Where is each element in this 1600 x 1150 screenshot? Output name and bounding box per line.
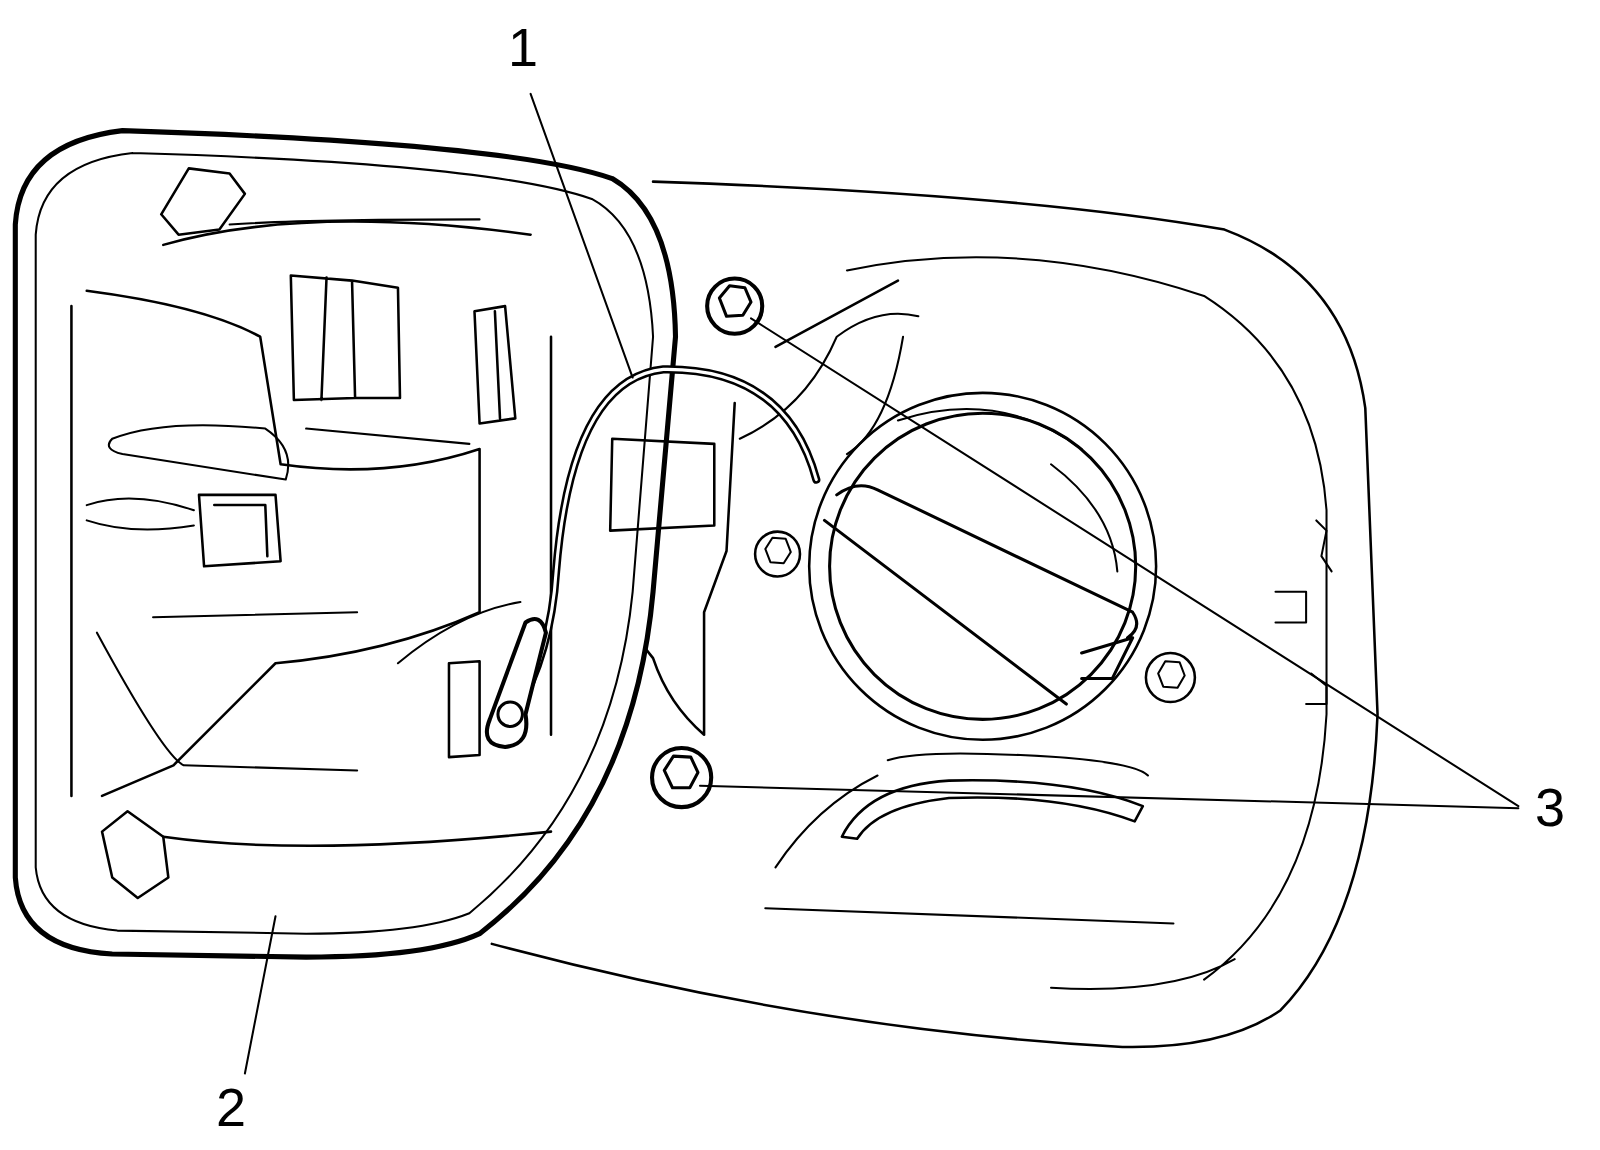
fuel-cap [830, 413, 1136, 719]
callout-number: 3 [1532, 778, 1568, 836]
leader-line [245, 916, 276, 1073]
door-latch-tab [87, 425, 289, 529]
door-clip [474, 306, 515, 423]
housing-inner [847, 257, 1327, 989]
mounting-bolt [652, 748, 711, 807]
tether-cable-core [515, 369, 816, 714]
door-clip [291, 276, 400, 400]
housing-recess [842, 780, 1143, 838]
illustration-group [15, 94, 1518, 1074]
callout-number: 1 [505, 18, 541, 76]
leader-line [751, 318, 1518, 806]
leader-line [531, 94, 633, 378]
mounting-bolt [707, 279, 762, 334]
neck-bolt [1146, 653, 1195, 702]
cap-handle [824, 486, 1136, 704]
door-latch [199, 495, 281, 566]
callout-number: 2 [213, 1078, 249, 1136]
recess-outline [888, 753, 1148, 775]
door-rib [97, 219, 520, 770]
housing-step [1276, 520, 1332, 704]
filler-neck-ring [809, 393, 1156, 740]
door-corner-pad [102, 168, 245, 898]
fuel-door [15, 131, 675, 958]
tether-loop [487, 619, 546, 747]
neck-bolt [755, 532, 800, 577]
tether-cable [515, 369, 816, 714]
housing-lip [740, 314, 1174, 924]
leader-line [700, 786, 1518, 808]
door-tab [449, 439, 714, 757]
tether-eyelet [498, 702, 522, 726]
